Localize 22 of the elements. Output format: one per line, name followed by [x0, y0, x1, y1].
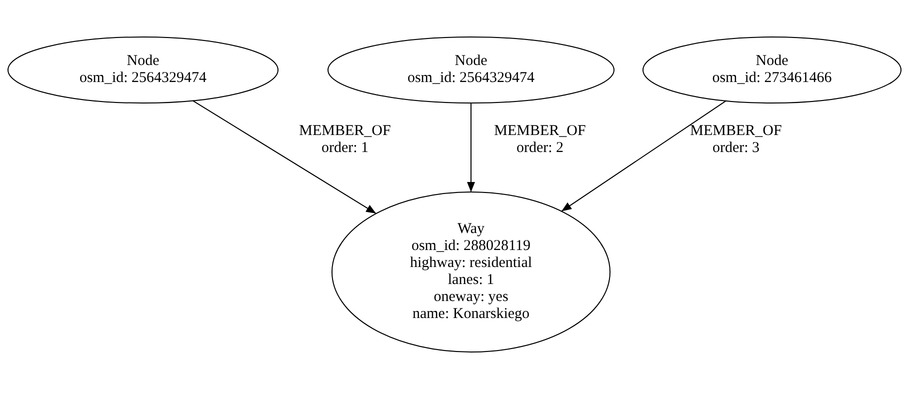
edge-label: MEMBER_OF order: 1 — [298, 123, 392, 157]
node-ellipse — [328, 36, 614, 104]
arrow — [192, 100, 377, 214]
node-text: osm_id: 2564329474 — [407, 70, 535, 87]
edge-label: MEMBER_OF order: 2 — [493, 123, 587, 157]
node-ellipse — [332, 192, 610, 352]
node-ellipse — [642, 36, 902, 104]
arrow — [561, 100, 727, 212]
edge-label: MEMBER_OF order: 3 — [689, 123, 783, 157]
node-text: Node — [756, 53, 788, 70]
node-text: lanes: 1 — [448, 272, 494, 289]
node-text: osm_id: 273461466 — [712, 70, 832, 87]
node-ellipse — [8, 36, 278, 104]
node-text: osm_id: 288028119 — [411, 238, 531, 255]
arrow — [467, 102, 475, 192]
node-text: Node — [454, 53, 488, 70]
node-text: name: Konarskiego — [412, 306, 530, 323]
node-text: highway: residential — [410, 255, 532, 272]
node-text: osm_id: 2564329474 — [79, 70, 207, 87]
node-text: Node — [126, 53, 160, 70]
node-text: Way — [457, 221, 485, 238]
node-text: oneway: yes — [434, 289, 508, 306]
